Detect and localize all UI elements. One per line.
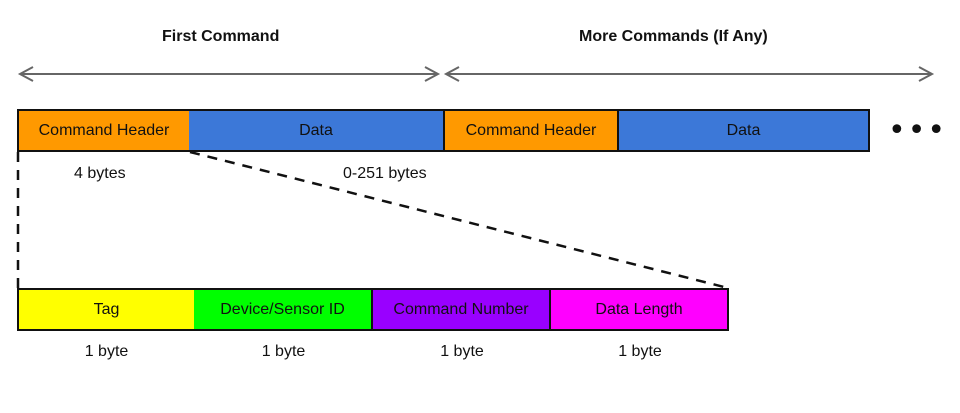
command-header-label: Command Header	[38, 121, 170, 139]
first-command-label: First Command	[162, 28, 280, 45]
command-header-label-2: Command Header	[465, 121, 597, 139]
data-length-field-box: Data Length	[551, 288, 729, 331]
more-commands-label: More Commands (If Any)	[579, 28, 768, 45]
data-label-2: Data	[726, 121, 761, 139]
first-command-span-arrow	[17, 66, 441, 82]
command-header-box-2: Command Header	[445, 109, 619, 152]
command-number-size-label: 1 byte	[440, 343, 484, 360]
zoom-lines	[16, 150, 729, 290]
device-sensor-id-field-box: Device/Sensor ID	[194, 288, 373, 331]
command-number-field-box: Command Number	[373, 288, 551, 331]
data-size-label: 0-251 bytes	[343, 165, 427, 182]
more-commands-span-arrow	[443, 66, 935, 82]
command-number-field-label: Command Number	[393, 300, 529, 318]
data-length-size-label: 1 byte	[618, 343, 662, 360]
command-header-box: Command Header	[17, 109, 191, 152]
data-box: Data	[189, 109, 445, 152]
tag-field-label: Tag	[93, 300, 120, 318]
data-length-field-label: Data Length	[595, 300, 683, 318]
data-box-2: Data	[619, 109, 870, 152]
data-label: Data	[299, 121, 333, 139]
tag-field-box: Tag	[17, 288, 196, 331]
continuation-dots: •••	[888, 113, 948, 148]
tag-size-label: 1 byte	[84, 343, 129, 360]
header-size-label: 4 bytes	[74, 165, 126, 182]
device-sensor-id-field-label: Device/Sensor ID	[220, 300, 345, 318]
device-sensor-id-size-label: 1 byte	[261, 343, 306, 360]
